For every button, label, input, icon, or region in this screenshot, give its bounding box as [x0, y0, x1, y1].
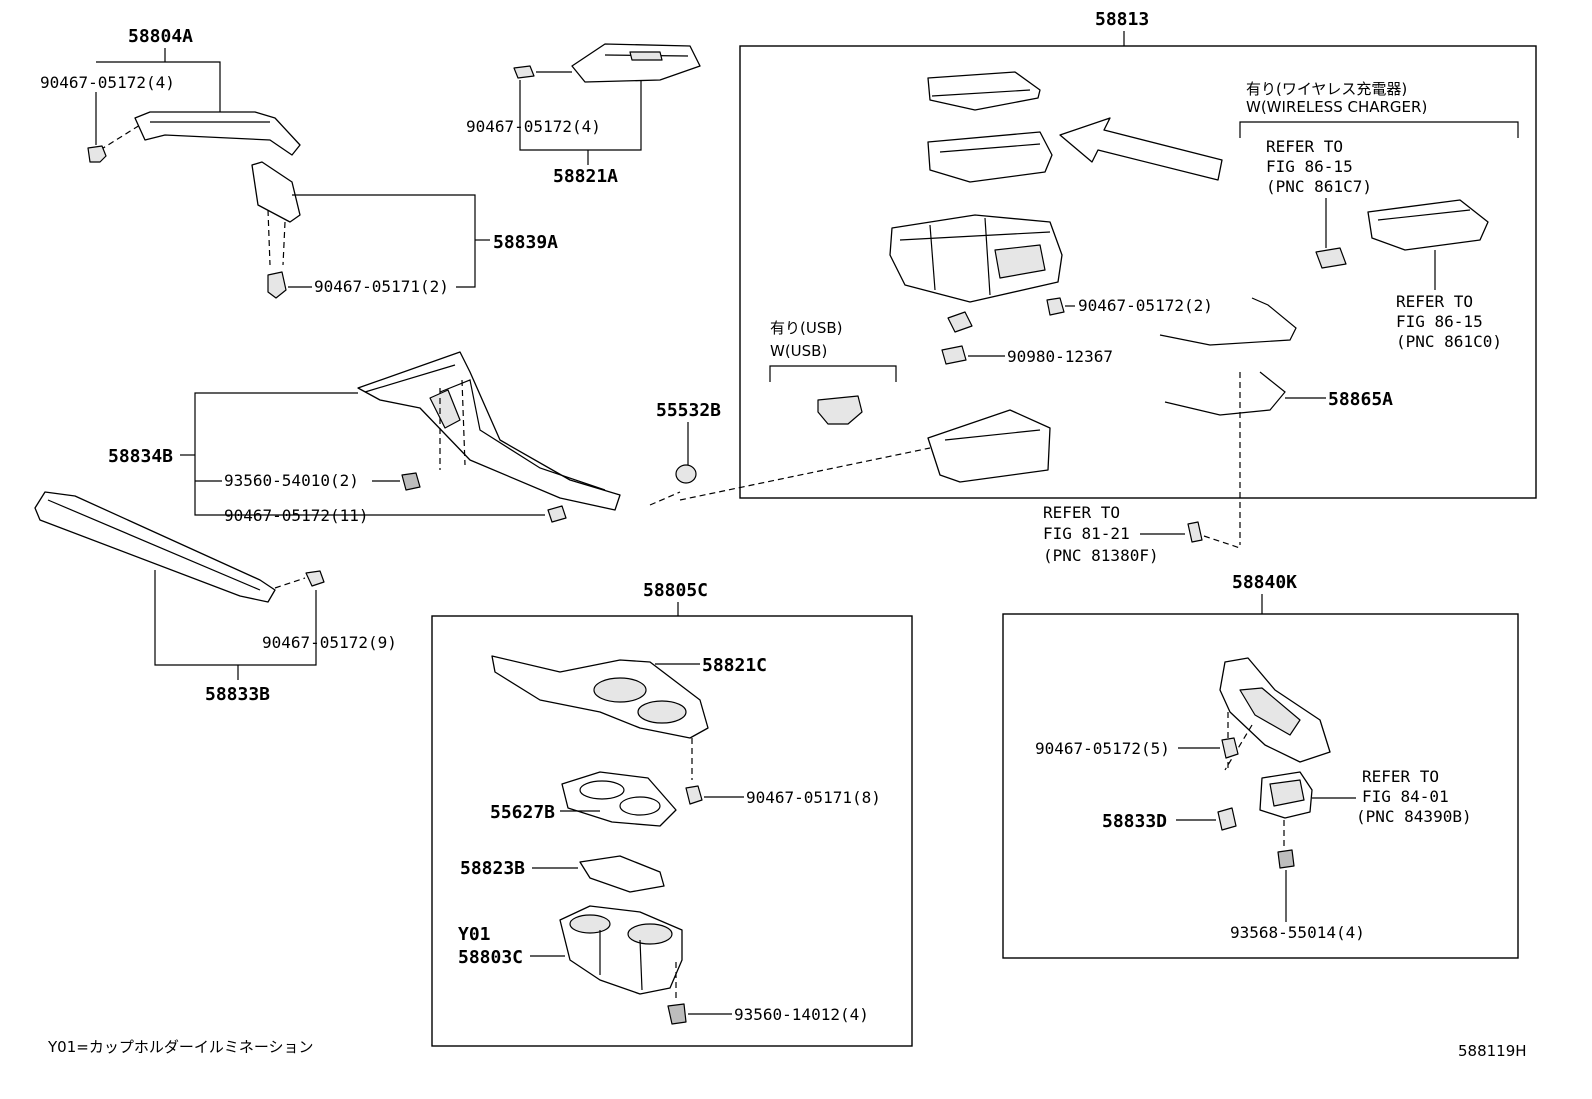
label-58821C[interactable]: 58821C [702, 655, 767, 676]
label-en-usb[interactable]: W(USB) [770, 342, 827, 360]
label-58813[interactable]: 58813 [1095, 9, 1149, 30]
part-usb-port [817, 395, 863, 425]
part-wire-58865A [1159, 297, 1297, 346]
part-lid [927, 71, 1041, 111]
label-jp-wireless[interactable]: 有り(ワイヤレス充電器) [1246, 80, 1407, 98]
label-58834B[interactable]: 58834B [108, 446, 173, 467]
label-ref-d3[interactable]: (PNC 84390B) [1356, 807, 1472, 826]
label-ref-a1[interactable]: REFER TO [1266, 137, 1343, 156]
figure-id: 588119H [1458, 1042, 1527, 1060]
footnote-Y01: Y01=カップホルダーイルミネーション [47, 1038, 314, 1056]
part-panel-58834B [357, 351, 621, 511]
part-bracket-58821A [571, 43, 701, 83]
part-wireless-charger [1367, 199, 1489, 251]
part-panel-58839A [251, 161, 301, 223]
part-inner-box [927, 409, 1051, 483]
label-58833D[interactable]: 58833D [1102, 811, 1167, 832]
label-90467-05172-9[interactable]: 90467-05172(9) [262, 633, 397, 652]
label-ref-b1[interactable]: REFER TO [1396, 292, 1473, 311]
part-clip-90467-05172-9 [305, 570, 325, 587]
label-en-wireless[interactable]: W(WIRELESS CHARGER) [1246, 98, 1427, 116]
part-garnish-58804A [134, 111, 301, 156]
label-Y01[interactable]: Y01 [458, 924, 491, 945]
part-clip-90467-05172-11 [547, 505, 567, 523]
box-58840K [1002, 613, 1519, 959]
label-58833B[interactable]: 58833B [205, 684, 270, 705]
label-90467-05171-8[interactable]: 90467-05171(8) [746, 788, 881, 807]
label-90980-12367[interactable]: 90980-12367 [1007, 347, 1113, 366]
label-ref-c2[interactable]: FIG 81-21 [1043, 524, 1130, 543]
part-clip-90467-05171 [267, 271, 287, 299]
part-connector-90980-12367 [941, 345, 967, 365]
box-58813 [739, 45, 1537, 499]
group-58813: 58813 90467-05172(2) 90980-12367 有り(USB)… [679, 9, 1537, 545]
part-clip-58833D [1217, 807, 1237, 831]
label-90467-05172-11[interactable]: 90467-05172(11) [224, 506, 369, 525]
label-ref-c3[interactable]: (PNC 81380F) [1043, 546, 1159, 565]
label-90467-05171-2[interactable]: 90467-05171(2) [314, 277, 449, 296]
arrow-icon [1059, 117, 1223, 181]
label-58803C[interactable]: 58803C [458, 947, 523, 968]
part-cushion-55532B [675, 464, 697, 484]
group-58833B: 90467-05172(9) 58833B [34, 491, 397, 705]
label-93560-14012-4[interactable]: 93560-14012(4) [734, 1005, 869, 1024]
part-wireless-connector [1315, 247, 1347, 269]
label-55627B[interactable]: 55627B [490, 802, 555, 823]
group-58804A: 58804A 90467-05172(4) [40, 26, 301, 163]
label-58865A[interactable]: 58865A [1328, 389, 1393, 410]
label-ref-a3[interactable]: (PNC 861C7) [1266, 177, 1372, 196]
group-58840K: 58840K 90467-05172(5) 58833D REFER TO FI… [1002, 572, 1519, 959]
label-ref-a2[interactable]: FIG 86-15 [1266, 157, 1353, 176]
part-clip-90467-05172-2 [1046, 297, 1065, 316]
label-ref-d2[interactable]: FIG 84-01 [1362, 787, 1449, 806]
group-55532B: 55532B [656, 400, 721, 484]
group-58839A: 58839A 90467-05171(2) [251, 161, 558, 299]
part-bezel-55627B [561, 771, 677, 827]
part-sensor-81380F [1187, 521, 1203, 543]
label-58839A[interactable]: 58839A [493, 232, 558, 253]
label-90467-05172-4b[interactable]: 90467-05172(4) [466, 117, 601, 136]
part-mat-58823B [579, 855, 665, 893]
group-58805C: 58805C 58821C 90467-05171(8) 55627B 5882… [431, 580, 913, 1047]
label-55532B[interactable]: 55532B [656, 400, 721, 421]
part-bracket-small [947, 311, 973, 333]
label-58821A[interactable]: 58821A [553, 166, 618, 187]
part-screw-93560-14012 [667, 1003, 687, 1025]
label-58804A[interactable]: 58804A [128, 26, 193, 47]
part-clip-90467-05172-b [513, 65, 535, 79]
part-clip-90467-05171-8 [685, 785, 703, 805]
part-screw-93568-55014 [1277, 849, 1295, 869]
part-clip-90467-05172 [87, 145, 107, 163]
label-58805C[interactable]: 58805C [643, 580, 708, 601]
label-ref-c1[interactable]: REFER TO [1043, 503, 1120, 522]
part-console-body [889, 214, 1063, 303]
part-clip-90467-05172-5 [1221, 737, 1239, 759]
part-screw-93560-54010 [401, 472, 421, 491]
label-93560-54010-2[interactable]: 93560-54010(2) [224, 471, 359, 490]
group-58821A: 90467-05172(4) 58821A [466, 43, 701, 187]
label-ref-b3[interactable]: (PNC 861C0) [1396, 332, 1502, 351]
box-58805C [431, 615, 913, 1047]
label-90467-05172-2[interactable]: 90467-05172(2) [1078, 296, 1213, 315]
label-ref-d1[interactable]: REFER TO [1362, 767, 1439, 786]
label-jp-usb[interactable]: 有り(USB) [770, 319, 843, 337]
label-90467-05172-5[interactable]: 90467-05172(5) [1035, 739, 1170, 758]
group-58834B: 58834B 93560-54010(2) 90467-05172(11) [108, 351, 681, 525]
label-ref-b2[interactable]: FIG 86-15 [1396, 312, 1483, 331]
label-90467-05172-4a[interactable]: 90467-05172(4) [40, 73, 175, 92]
label-58823B[interactable]: 58823B [460, 858, 525, 879]
part-tray [927, 131, 1053, 183]
label-58840K[interactable]: 58840K [1232, 572, 1297, 593]
group-ref-81-21: REFER TO FIG 81-21 (PNC 81380F) [1043, 503, 1241, 565]
label-93568-55014-4[interactable]: 93568-55014(4) [1230, 923, 1365, 942]
